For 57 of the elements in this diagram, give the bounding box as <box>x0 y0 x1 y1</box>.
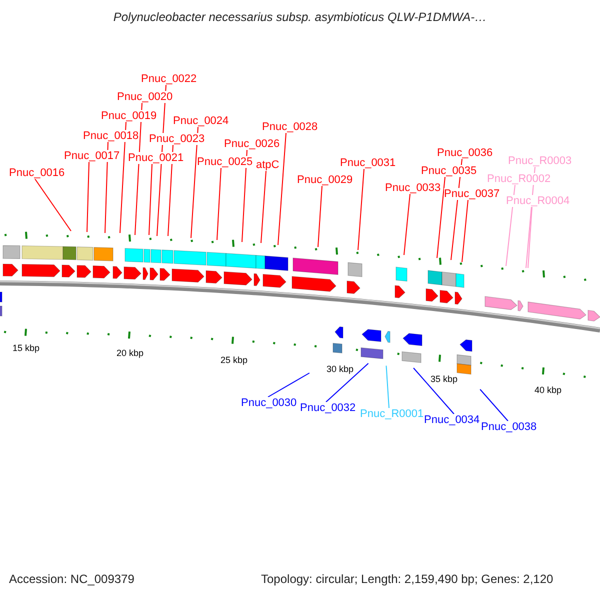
gene-label: atpC <box>256 159 280 171</box>
leader-line <box>318 186 322 248</box>
leader-line <box>528 206 532 268</box>
gene-label: Pnuc_0021 <box>128 152 184 164</box>
gene-label: Pnuc_0032 <box>300 402 356 414</box>
leader-line <box>326 362 369 402</box>
info-text: Topology: circular; Length: 2,159,490 bp; Genes: 2,120 <box>261 573 554 585</box>
gene-label: Pnuc_0033 <box>385 182 441 194</box>
gene-label: Pnuc_R0001 <box>360 408 424 420</box>
gene-label: Pnuc_0016 <box>9 167 65 179</box>
gene-label: Pnuc_R0003 <box>508 155 572 167</box>
leader-line <box>260 170 266 244</box>
gene-label: Pnuc_0026 <box>224 138 280 150</box>
leader-line <box>120 122 126 234</box>
gene-label: Pnuc_0034 <box>424 414 480 426</box>
leader-line <box>480 388 508 422</box>
gene-label: Pnuc_0038 <box>481 421 537 433</box>
gene-label: Pnuc_0029 <box>297 174 353 186</box>
leader-line <box>148 164 152 236</box>
gene-label: Pnuc_0023 <box>149 133 205 145</box>
gene-label: Pnuc_0017 <box>64 150 120 162</box>
gene-label: Pnuc_R0002 <box>487 173 551 185</box>
gene-label: Pnuc_0020 <box>117 91 173 103</box>
leader-line <box>436 176 446 258</box>
leader-line <box>404 194 410 256</box>
leader-line <box>278 132 286 246</box>
scale-label: 20 kbp <box>116 348 144 358</box>
gene-label: Pnuc_R0004 <box>506 195 570 207</box>
leader-line <box>168 144 174 236</box>
scale-label: 40 kbp <box>534 385 562 395</box>
gene-label: Pnuc_0022 <box>141 73 197 85</box>
gene-label: Pnuc_0035 <box>421 165 477 177</box>
leader-line <box>386 365 390 408</box>
leader-line <box>104 142 108 234</box>
leader-line <box>216 168 222 240</box>
scale-label: 15 kbp <box>12 343 40 353</box>
gene-label: Pnuc_0028 <box>262 121 318 133</box>
gene-label: Pnuc_0024 <box>173 115 229 127</box>
gene-label: Pnuc_0019 <box>101 110 157 122</box>
leader-line <box>86 162 90 232</box>
leader-line <box>242 150 248 242</box>
leader-line <box>268 372 310 398</box>
gene-label: Pnuc_0025 <box>197 156 253 168</box>
gene-label: Pnuc_0036 <box>437 147 493 159</box>
leader-line <box>462 200 468 262</box>
gene-label: Pnuc_0030 <box>241 397 297 409</box>
gene-label: Pnuc_0031 <box>340 157 396 169</box>
leader-line <box>358 168 364 250</box>
gene-label: Pnuc_0018 <box>83 130 139 142</box>
scale-label: 35 kbp <box>430 374 458 384</box>
leader-line <box>190 126 198 238</box>
leader-line <box>413 368 454 414</box>
scale-label: 25 kbp <box>220 355 248 365</box>
scale-label: 30 kbp <box>326 364 354 374</box>
gene-label: Pnuc_0037 <box>444 188 500 200</box>
info-text: Accession: NC_009379 <box>9 573 134 585</box>
leader-line <box>34 178 72 232</box>
